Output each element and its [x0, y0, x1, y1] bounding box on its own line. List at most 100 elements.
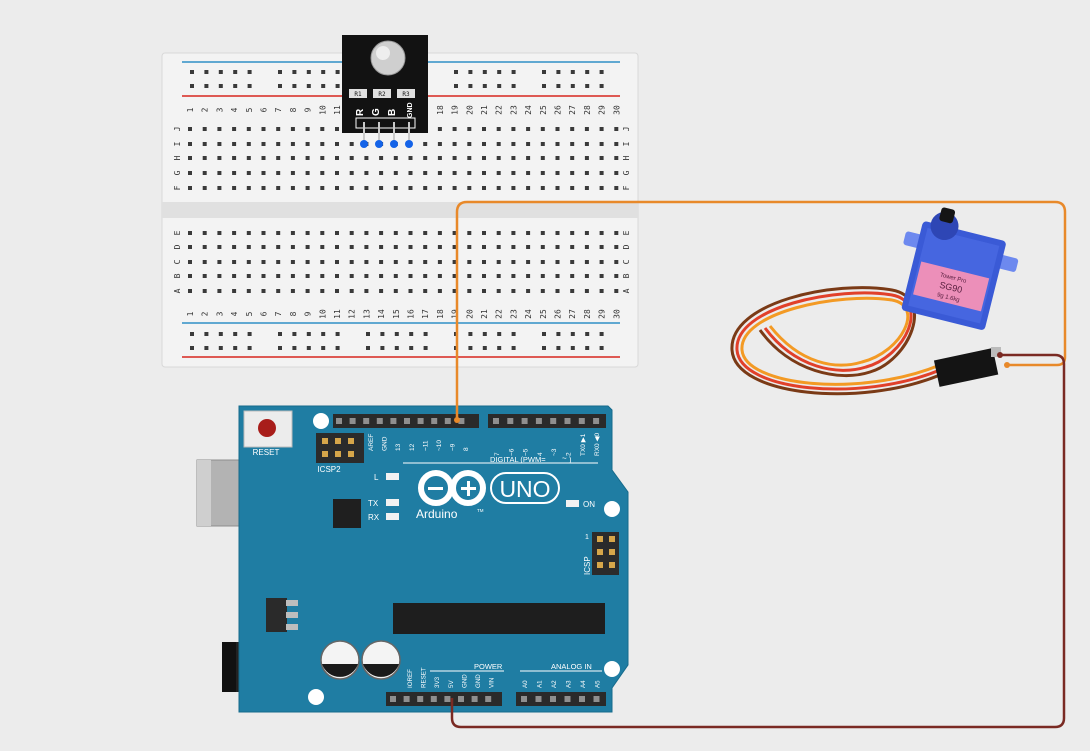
analog-header-hole[interactable] — [535, 696, 542, 702]
breadboard-hole[interactable] — [393, 245, 398, 249]
breadboard-hole[interactable] — [393, 156, 398, 160]
rail-hole[interactable] — [380, 332, 385, 336]
breadboard-hole[interactable] — [232, 245, 237, 249]
breadboard-hole[interactable] — [437, 127, 442, 131]
breadboard-hole[interactable] — [570, 289, 575, 293]
rail-hole[interactable] — [335, 84, 340, 88]
rail-hole[interactable] — [394, 346, 399, 350]
breadboard-hole[interactable] — [379, 231, 384, 235]
breadboard-hole[interactable] — [276, 260, 281, 264]
breadboard-hole[interactable] — [482, 142, 486, 146]
breadboard-hole[interactable] — [305, 171, 310, 175]
breadboard-hole[interactable] — [540, 274, 545, 278]
breadboard-hole[interactable] — [555, 274, 560, 278]
breadboard-hole[interactable] — [305, 260, 310, 264]
breadboard-hole[interactable] — [217, 274, 222, 278]
breadboard-hole[interactable] — [540, 231, 545, 235]
rail-hole[interactable] — [570, 332, 575, 336]
breadboard-hole[interactable] — [320, 289, 325, 293]
breadboard-hole[interactable] — [467, 171, 472, 175]
breadboard-hole[interactable] — [335, 171, 339, 175]
power-header-holes[interactable] — [390, 696, 600, 702]
power-header-hole[interactable] — [444, 696, 451, 702]
breadboard-hole[interactable] — [526, 260, 531, 264]
breadboard-hole[interactable] — [232, 186, 237, 190]
breadboard-hole[interactable] — [408, 289, 413, 293]
rail-hole[interactable] — [497, 332, 502, 336]
breadboard-hole[interactable] — [614, 156, 619, 160]
breadboard-hole[interactable] — [232, 171, 237, 175]
digital-header-hole[interactable] — [431, 418, 438, 424]
rail-hole[interactable] — [218, 332, 223, 336]
breadboard-hole[interactable] — [555, 289, 560, 293]
breadboard-hole[interactable] — [232, 274, 237, 278]
breadboard-hole[interactable] — [290, 274, 295, 278]
breadboard-hole[interactable] — [217, 156, 222, 160]
rail-hole[interactable] — [585, 346, 590, 350]
breadboard-hole[interactable] — [320, 231, 325, 235]
breadboard-hole[interactable] — [335, 260, 339, 264]
breadboard-hole[interactable] — [496, 231, 501, 235]
rail-hole[interactable] — [542, 84, 546, 88]
breadboard-hole[interactable] — [584, 289, 589, 293]
signal-wire-endpoint[interactable] — [454, 417, 460, 423]
breadboard-hole[interactable] — [423, 274, 428, 278]
breadboard-hole[interactable] — [614, 171, 619, 175]
breadboard-hole[interactable] — [540, 171, 545, 175]
breadboard-hole[interactable] — [599, 245, 604, 249]
breadboard-hole[interactable] — [261, 231, 266, 235]
breadboard-hole[interactable] — [511, 186, 516, 190]
rail-hole[interactable] — [204, 70, 209, 74]
rail-hole[interactable] — [247, 70, 252, 74]
breadboard-hole[interactable] — [202, 274, 207, 278]
breadboard-hole[interactable] — [393, 171, 398, 175]
rail-hole[interactable] — [190, 84, 194, 88]
breadboard-hole[interactable] — [467, 142, 472, 146]
breadboard-hole[interactable] — [555, 245, 560, 249]
breadboard-hole[interactable] — [437, 289, 442, 293]
rail-hole[interactable] — [218, 84, 223, 88]
rail-hole[interactable] — [292, 70, 297, 74]
breadboard-hole[interactable] — [423, 245, 428, 249]
breadboard-hole[interactable] — [570, 142, 575, 146]
breadboard-hole[interactable] — [290, 260, 295, 264]
rail-hole[interactable] — [468, 332, 473, 336]
breadboard-hole[interactable] — [555, 171, 560, 175]
breadboard-hole[interactable] — [511, 245, 516, 249]
rail-hole[interactable] — [321, 346, 326, 350]
breadboard-hole[interactable] — [423, 142, 428, 146]
rail-hole[interactable] — [542, 346, 546, 350]
breadboard-hole[interactable] — [555, 186, 560, 190]
breadboard-hole[interactable] — [437, 245, 442, 249]
rail-hole[interactable] — [542, 332, 546, 336]
breadboard-hole[interactable] — [188, 274, 192, 278]
breadboard-hole[interactable] — [188, 245, 192, 249]
breadboard-hole[interactable] — [305, 186, 310, 190]
breadboard-hole[interactable] — [290, 231, 295, 235]
breadboard-hole[interactable] — [188, 289, 192, 293]
breadboard-hole[interactable] — [335, 156, 339, 160]
breadboard-hole[interactable] — [349, 289, 354, 293]
rail-hole[interactable] — [542, 70, 546, 74]
breadboard-hole[interactable] — [496, 156, 501, 160]
breadboard-hole[interactable] — [599, 274, 604, 278]
breadboard-hole[interactable] — [570, 127, 575, 131]
breadboard-hole[interactable] — [437, 274, 442, 278]
breadboard-hole[interactable] — [584, 156, 589, 160]
breadboard-hole[interactable] — [482, 274, 486, 278]
breadboard-hole[interactable] — [452, 186, 457, 190]
breadboard-hole[interactable] — [496, 142, 501, 146]
breadboard-hole[interactable] — [320, 142, 325, 146]
breadboard-hole[interactable] — [452, 260, 457, 264]
rail-hole[interactable] — [233, 346, 238, 350]
breadboard-hole[interactable] — [526, 127, 531, 131]
breadboard-hole[interactable] — [540, 260, 545, 264]
breadboard-hole[interactable] — [437, 171, 442, 175]
breadboard-hole[interactable] — [393, 231, 398, 235]
breadboard-hole[interactable] — [276, 186, 281, 190]
digital-header-hole[interactable] — [550, 418, 557, 424]
breadboard-hole[interactable] — [320, 186, 325, 190]
breadboard-hole[interactable] — [511, 274, 516, 278]
breadboard-hole[interactable] — [305, 245, 310, 249]
breadboard-hole[interactable] — [540, 142, 545, 146]
